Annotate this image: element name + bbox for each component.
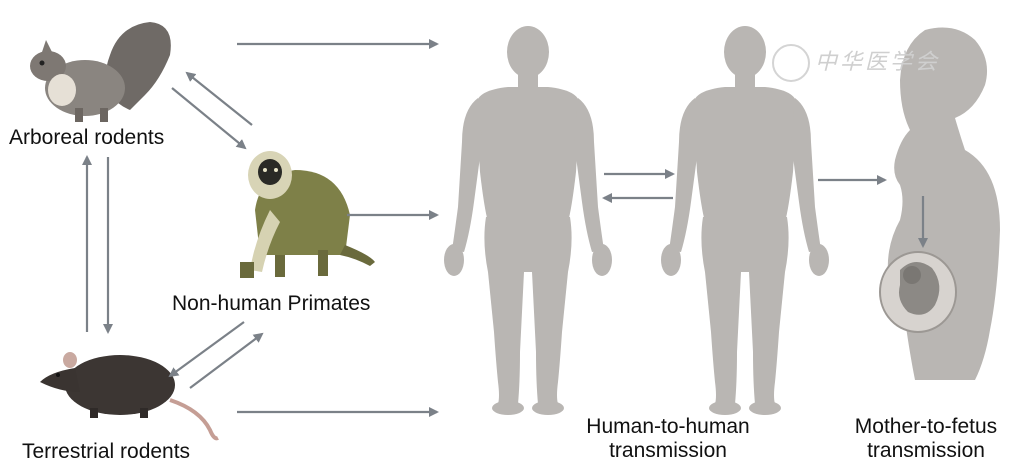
- label-non-human-primates: Non-human Primates: [172, 292, 370, 316]
- watermark-text: 中华医学会: [815, 44, 940, 76]
- label-human-to-human-line2: transmission: [568, 439, 768, 461]
- arrow-primate-to-terrestrial: [170, 322, 244, 376]
- human-figure-2: [661, 26, 829, 415]
- watermark-seal: [772, 44, 810, 82]
- pregnant-woman-figure: [880, 28, 1000, 380]
- label-mother-to-fetus-line2: transmission: [836, 439, 1016, 461]
- arrow-primate-to-arboreal: [187, 73, 252, 125]
- arboreal-rodent-illustration: [30, 22, 171, 122]
- arrow-arboreal-to-primate: [172, 88, 245, 148]
- label-arboreal-rodents: Arboreal rodents: [9, 126, 164, 150]
- label-human-to-human: Human-to-human transmission: [568, 415, 768, 461]
- terrestrial-rodent-illustration: [40, 352, 218, 438]
- label-terrestrial-rodents: Terrestrial rodents: [22, 440, 190, 461]
- arrow-terrestrial-to-primate: [190, 334, 262, 388]
- label-mother-to-fetus-line1: Mother-to-fetus: [836, 415, 1016, 439]
- label-human-to-human-line1: Human-to-human: [568, 415, 768, 439]
- human-figure-1: [444, 26, 612, 415]
- label-mother-to-fetus: Mother-to-fetus transmission: [836, 415, 1016, 461]
